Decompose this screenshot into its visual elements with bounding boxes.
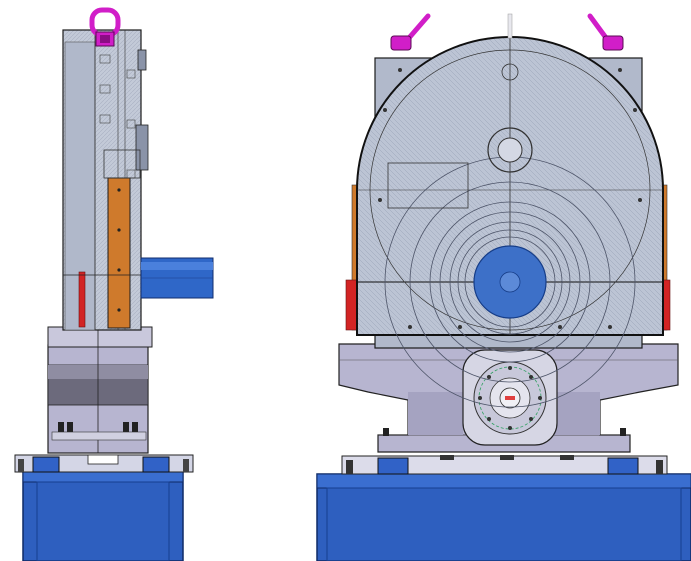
front-motor-cover <box>356 13 664 408</box>
side-motor-body <box>62 29 149 331</box>
side-view <box>14 7 214 561</box>
magenta-lifting-eye-icon <box>390 13 431 51</box>
bolt-icon <box>383 428 626 436</box>
front-gearbox-housing <box>338 343 679 453</box>
bolt-icon <box>18 459 24 472</box>
front-mounting-rail <box>341 455 668 475</box>
bolt-icon <box>58 422 138 432</box>
front-view <box>316 13 691 561</box>
front-base <box>316 473 691 561</box>
bolt-icon <box>346 455 663 474</box>
bolt-icon <box>183 459 189 472</box>
magenta-lifting-eye-icon <box>89 7 121 47</box>
magenta-lifting-eye-icon <box>587 13 624 51</box>
side-output-shaft <box>140 257 214 299</box>
side-base <box>22 471 184 561</box>
side-mounting-rail <box>14 454 194 473</box>
side-gearbox-housing <box>47 326 153 454</box>
